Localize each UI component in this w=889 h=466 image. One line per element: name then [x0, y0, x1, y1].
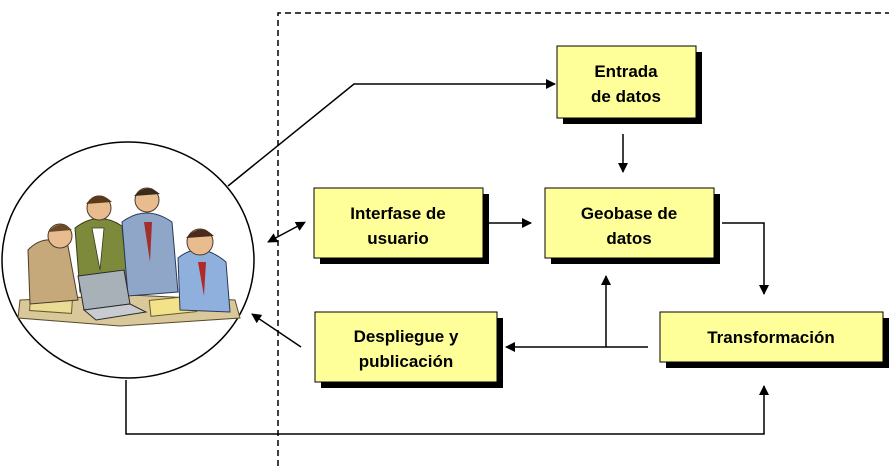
node-box [544, 187, 715, 259]
node-interfase-de-usuario: Interfase de usuario [313, 187, 484, 259]
node-label-line2: datos [606, 229, 651, 248]
node-geobase-de-datos: Geobase de datos [544, 187, 715, 259]
node-label-line2: usuario [367, 229, 428, 248]
node-box [556, 45, 697, 119]
arrow-interfase-users-bidirectional [267, 221, 306, 243]
node-label-line1: Interfase de [350, 204, 445, 223]
node-label-line2: publicación [359, 352, 453, 371]
node-label-line1: Geobase de [581, 204, 677, 223]
node-label-line1: Entrada [594, 62, 658, 81]
node-label-line1: Transformación [707, 328, 835, 347]
node-box [313, 187, 484, 259]
node-label-line1: Despliegue y [354, 327, 459, 346]
node-box [659, 311, 884, 363]
system-boundary-dashed-line [277, 12, 889, 466]
arrow-users-to-transformacion [125, 380, 769, 435]
arrow-geobase-to-transformacion [722, 222, 769, 295]
connectors [125, 79, 769, 435]
node-transformacion: Transformación [659, 311, 884, 363]
node-entrada-de-datos: Entrada de datos [556, 45, 697, 119]
users-picture [1, 141, 255, 379]
arrow-users-to-entrada [227, 79, 556, 187]
node-box [314, 311, 498, 383]
people-at-laptop-clipart [17, 187, 241, 327]
node-label-line2: de datos [591, 87, 661, 106]
node-despliegue-y-publicacion: Despliegue y publicación [314, 311, 498, 383]
arrow-despliegue-to-users [251, 313, 302, 348]
